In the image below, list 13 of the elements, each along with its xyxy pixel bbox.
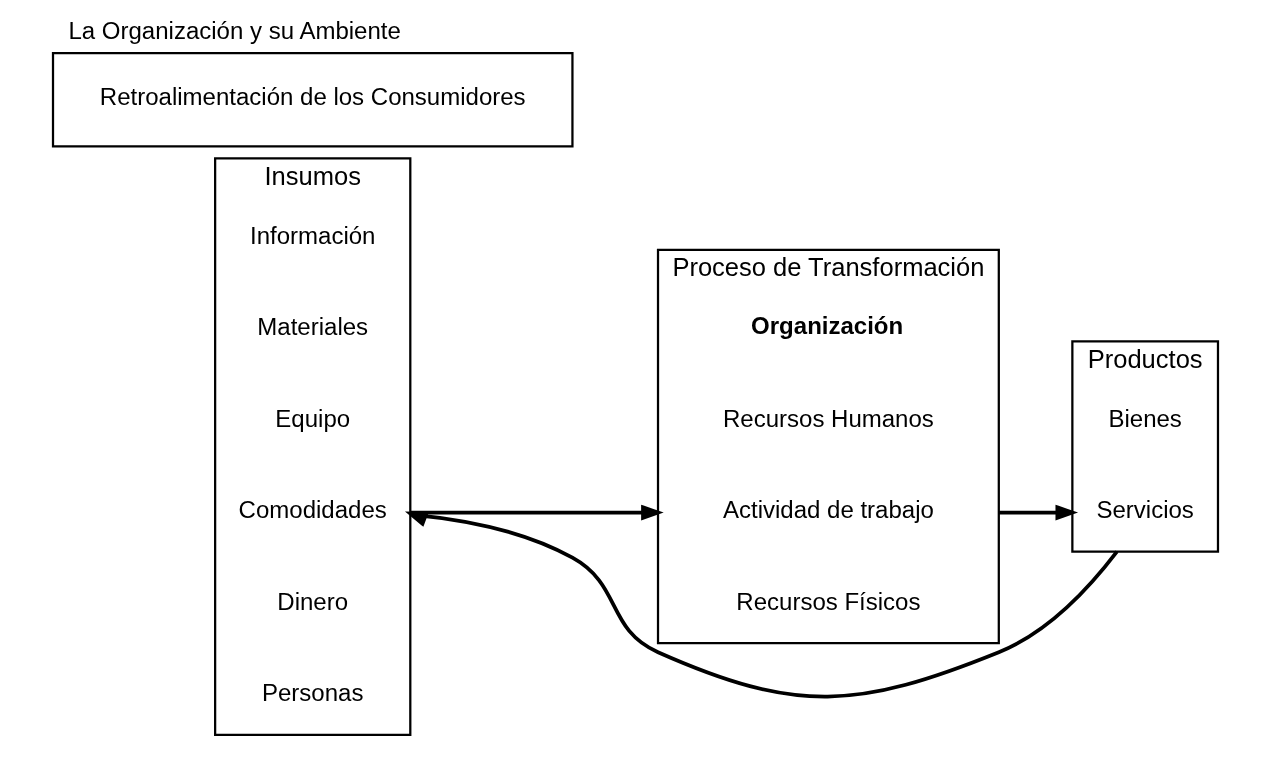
node-text: Recursos Físicos: [736, 587, 921, 615]
node-text: Servicios: [1096, 496, 1194, 524]
node-text: Comodidades: [238, 496, 387, 524]
diagram-title: La Organización y su Ambiente: [68, 17, 401, 45]
node-text: Dinero: [277, 587, 349, 615]
node-text: Equipo: [275, 404, 351, 432]
node-text: Recursos Humanos: [722, 404, 934, 432]
node-text: Actividad de trabajo: [722, 496, 934, 524]
node-text: Personas: [261, 679, 364, 707]
node-text: Organización: [751, 311, 904, 339]
node-text: Materiales: [257, 313, 369, 341]
node-text: Bienes: [1108, 404, 1182, 432]
node-text: Información: [249, 221, 376, 249]
